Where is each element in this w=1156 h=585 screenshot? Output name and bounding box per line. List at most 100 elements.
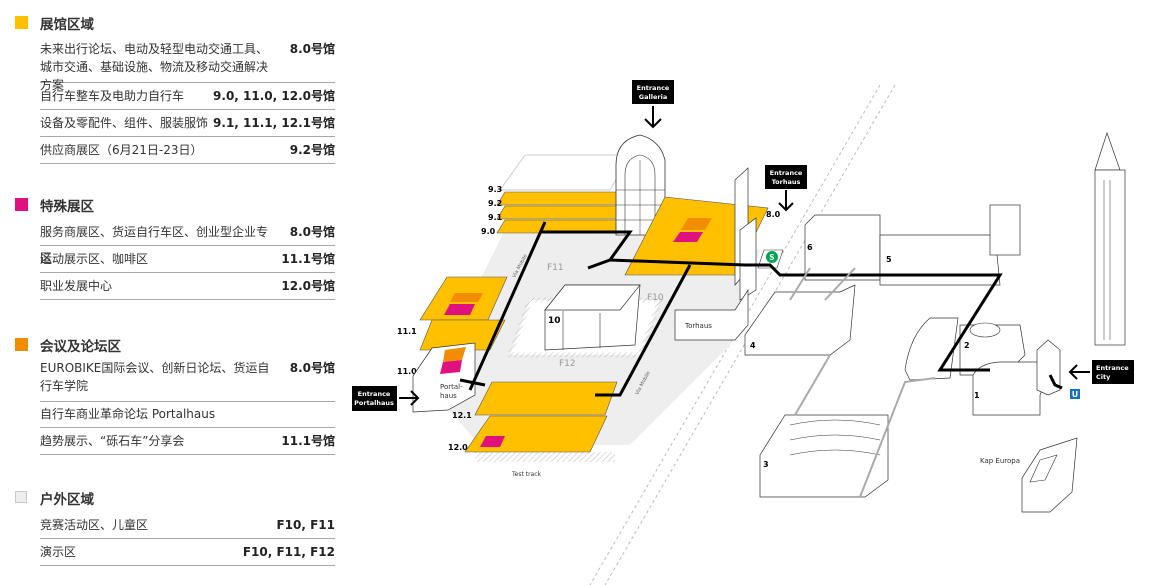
ubahn-label: U xyxy=(1072,390,1079,399)
entrance-city[interactable]: Entrance City xyxy=(1068,360,1134,384)
row-value: 11.1号馆 xyxy=(281,434,335,448)
swatch-halls xyxy=(15,16,28,29)
arrow-down-icon xyxy=(644,106,662,129)
row-label: 演示区 xyxy=(40,545,77,559)
row-label: 设备及零配件、组件、服装服饰 xyxy=(40,116,209,130)
forum-area xyxy=(681,218,712,230)
hall-label: 9.2 xyxy=(488,199,502,208)
hall-label: 5 xyxy=(886,255,892,264)
hall-label: 11.1 xyxy=(397,327,417,336)
entrance-galleria[interactable]: Entrance Galleria xyxy=(632,80,674,129)
entrance-label: Torhaus xyxy=(772,178,801,186)
hall-label: 9.3 xyxy=(488,185,502,194)
section-title: 户外区域 xyxy=(40,492,94,508)
hall-label: 8.0 xyxy=(766,210,781,219)
legend-row: 趋势展示、“砾石车”分享会 11.1号馆 xyxy=(40,428,335,455)
special-area xyxy=(480,436,505,447)
hall-label: 2 xyxy=(964,341,970,350)
arrow-left-icon xyxy=(1068,364,1090,380)
walkway-paths xyxy=(459,221,1063,397)
row-label: 自行车整车及电助力自行车 xyxy=(40,89,185,103)
hall-11[interactable]: 11.1 11.0 xyxy=(397,276,508,376)
hall-9[interactable]: 9.3 9.2 9.1 9.0 xyxy=(481,154,631,236)
hall-label: 12.0 xyxy=(448,443,468,452)
hall-label: 3 xyxy=(763,460,769,469)
legend-row: 职业发展中心 12.0号馆 xyxy=(40,273,335,300)
forum-area xyxy=(450,293,483,302)
section-title: 展馆区域 xyxy=(40,17,94,33)
sbahn-label: S xyxy=(769,253,774,262)
row-value: 11.1号馆 xyxy=(281,252,335,266)
legend-section-halls: 展馆区域 未来出行论坛、电动及轻型电动交通工具、城市交通、基础设施、物流及移动交… xyxy=(0,12,340,164)
legend-section-outdoor: 户外区域 竞赛活动区、儿童区 F10, F11 演示区 F10, F11, F1… xyxy=(0,487,340,566)
galleria-building xyxy=(615,134,666,236)
grey-paths xyxy=(789,267,936,498)
hall-label: 6 xyxy=(807,243,813,252)
portalhaus-label: haus xyxy=(440,392,457,400)
entrance-label: Entrance xyxy=(358,390,391,398)
row-value: 9.2号馆 xyxy=(289,143,335,157)
hall-5[interactable]: 5 xyxy=(879,204,1021,286)
area-label-f10: F10 xyxy=(647,293,664,303)
legend-row: EUROBIKE国际会议、创新日论坛、货运自行车学院 8.0号馆 xyxy=(40,359,335,402)
row-value: 9.1, 11.1, 12.1号馆 xyxy=(213,116,335,130)
kap-europa-building[interactable]: Kap Europa xyxy=(980,437,1078,513)
legend-row: 供应商展区（6月21日-23日） 9.2号馆 xyxy=(40,137,335,164)
portalhaus-label: Portal- xyxy=(440,383,463,391)
hall-label: 4 xyxy=(750,341,756,350)
messeturm-tower xyxy=(1094,131,1126,346)
area-label-f11: F11 xyxy=(547,263,564,273)
row-label: 竞赛活动区、儿童区 xyxy=(40,518,149,532)
hall-label: 12.1 xyxy=(452,411,472,420)
row-value: 8.0号馆 xyxy=(289,42,335,56)
legend-row: 服务商展区、货运自行车区、创业型企业专区 8.0号馆 xyxy=(40,219,335,265)
row-label: 未来出行论坛、电动及轻型电动交通工具、城市交通、基础设施、物流及移动交通解决方案 xyxy=(40,42,269,92)
row-label: EUROBIKE国际会议、创新日论坛、货运自行车学院 xyxy=(40,361,270,393)
hall-1[interactable]: 1 xyxy=(972,339,1061,416)
legend-row: 未来出行论坛、电动及轻型电动交通工具、城市交通、基础设施、物流及移动交通解决方案… xyxy=(40,40,335,92)
entrance-label: Entrance xyxy=(637,84,670,92)
arrow-right-icon xyxy=(399,390,420,406)
row-label: 服务商展区、货运自行车区、创业型企业专区 xyxy=(40,225,269,265)
row-value: 12.0号馆 xyxy=(281,279,335,293)
entrance-label: Entrance xyxy=(770,169,803,177)
entrance-torhaus[interactable]: Entrance Torhaus xyxy=(765,165,807,212)
ubahn-station[interactable]: U xyxy=(1070,389,1080,399)
entrance-portalhaus[interactable]: Entrance Portalhaus xyxy=(352,386,420,411)
legend-section-forum: 会议及论坛区 EUROBIKE国际会议、创新日论坛、货运自行车学院 8.0号馆 … xyxy=(0,334,340,455)
row-value: 8.0号馆 xyxy=(289,361,335,375)
legend-row: 设备及零配件、组件、服装服饰 9.1, 11.1, 12.1号馆 xyxy=(40,110,335,137)
swatch-forum xyxy=(15,338,28,351)
row-label: 供应商展区（6月21日-23日） xyxy=(40,143,203,157)
hall-3[interactable]: 3 xyxy=(759,414,889,498)
special-area xyxy=(444,304,475,315)
section-title: 会议及论坛区 xyxy=(40,339,121,355)
hall-4[interactable]: 4 xyxy=(744,284,856,356)
row-value: 9.0, 11.0, 12.0号馆 xyxy=(213,89,335,103)
legend-row: 自行车整车及电助力自行车 9.0, 11.0, 12.0号馆 xyxy=(40,83,335,110)
hall-6[interactable]: 6 xyxy=(804,214,881,281)
test-track-label: Test track xyxy=(511,471,542,478)
arrow-down-icon xyxy=(778,190,794,212)
hall-8[interactable]: 8.0 xyxy=(624,196,781,276)
kap-europa-label: Kap Europa xyxy=(980,457,1020,465)
legend-row: 运动展示区、咖啡区 11.1号馆 xyxy=(40,246,335,273)
legend-row: 自行车商业革命论坛 Portalhaus xyxy=(40,402,335,428)
row-label: 趋势展示、“砾石车”分享会 xyxy=(40,434,185,448)
legend-section-special: 特殊展区 服务商展区、货运自行车区、创业型企业专区 8.0号馆 运动展示区、咖啡… xyxy=(0,194,340,300)
torhaus-building: Torhaus xyxy=(674,288,749,341)
legend-row: 竞赛活动区、儿童区 F10, F11 xyxy=(40,512,335,539)
portalhaus-building: Portal- haus xyxy=(412,342,476,413)
entrance-label: Portalhaus xyxy=(354,399,394,407)
swatch-outdoor xyxy=(15,491,27,503)
hall-10[interactable]: 10 xyxy=(544,284,641,351)
fairground-map[interactable]: 9.3 9.2 9.1 9.0 Entrance Galleria 8.0 xyxy=(340,0,1156,585)
row-label: 运动展示区、咖啡区 xyxy=(40,252,149,266)
row-value: F10, F11, F12 xyxy=(242,545,335,559)
entrance-label: Entrance xyxy=(1096,364,1129,372)
area-label-f12: F12 xyxy=(559,359,576,369)
hall-12[interactable]: 12.1 12.0 Test track xyxy=(448,381,618,478)
legend-row: 演示区 F10, F11, F12 xyxy=(40,539,335,566)
hall-label: 9.0 xyxy=(481,227,496,236)
row-value: F10, F11 xyxy=(276,518,335,532)
